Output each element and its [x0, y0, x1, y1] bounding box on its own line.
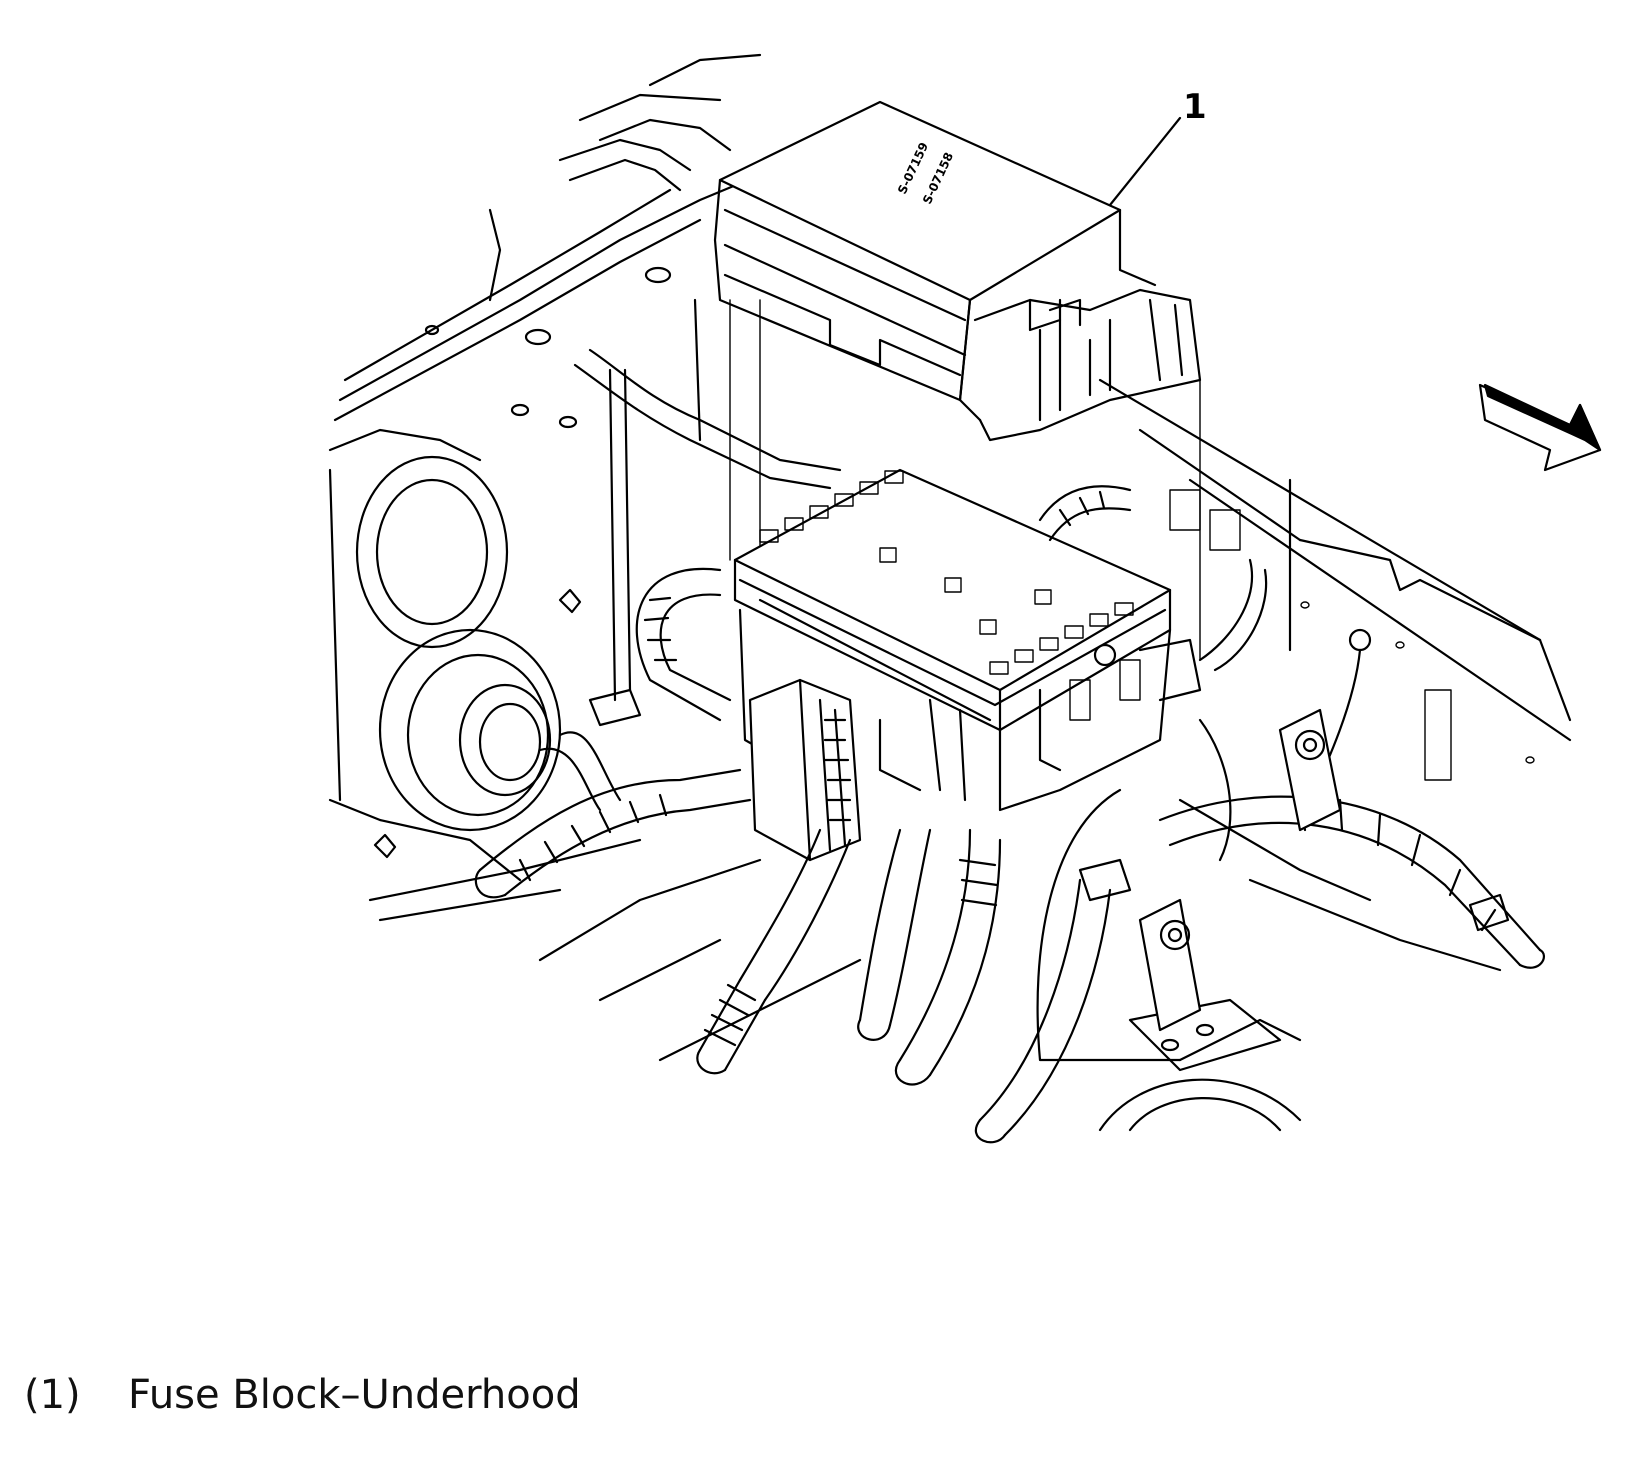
wire-harnesses: [474, 348, 1545, 1144]
callout-number: 1: [1183, 87, 1207, 127]
fuse-block-diagram: S-07159 S-07158 1: [328, 53, 1602, 1144]
fuse-block-cover: S-07159 S-07158: [713, 100, 1202, 442]
front-of-vehicle-arrow-icon: [1478, 383, 1602, 472]
legend-item: (1) Fuse Block–Underhood: [24, 1372, 581, 1418]
vehicle-body-structure: [328, 53, 1572, 1132]
legend: (1) Fuse Block–Underhood: [24, 1372, 581, 1418]
callout-leader-line: [1108, 116, 1182, 207]
fuse-block-base: [733, 468, 1202, 812]
fuse-row: [759, 470, 1134, 675]
legend-number: (1): [24, 1372, 81, 1418]
side-connector: [748, 678, 862, 862]
legend-label: Fuse Block–Underhood: [128, 1372, 581, 1418]
callout-1: 1: [1108, 87, 1207, 207]
